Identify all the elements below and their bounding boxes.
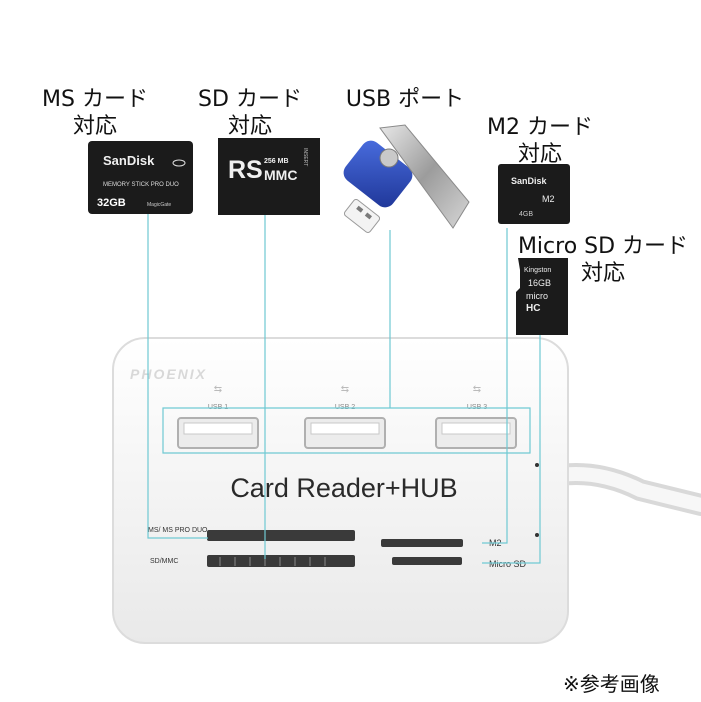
svg-text:⇆: ⇆ — [473, 384, 481, 395]
sd-card-label-line2: 対応 — [227, 114, 272, 139]
m2-card-label-line2: 対応 — [517, 142, 562, 167]
rs-card-insert: INSERT — [302, 148, 308, 166]
m2-slot[interactable] — [381, 539, 463, 547]
ms-card-type: MEMORY STICK PRO DUO — [103, 182, 179, 188]
usb-port-2[interactable]: ⇆ USB 2 — [304, 384, 386, 449]
microsd-card-type: micro — [526, 291, 548, 301]
m2-card-label-line1: M2 カード — [487, 115, 593, 140]
m2-card-label: M2 カード 対応 — [475, 114, 605, 168]
m2-card-capacity: 4GB — [519, 211, 533, 218]
microsd-card-capacity: 16GB — [528, 278, 551, 288]
microsd-slot[interactable] — [392, 557, 462, 565]
usb-port-label-line1: USB ポート — [345, 87, 465, 112]
microsd-slot-label: Micro SD — [489, 559, 527, 569]
ms-slot[interactable] — [207, 530, 355, 541]
ms-card-brand: SanDisk — [103, 153, 155, 168]
sd-card-label: SD カード 対応 — [185, 86, 315, 140]
rs-card-type: MMC — [264, 167, 297, 183]
rs-card-size: 256 MB — [264, 158, 289, 165]
sd-slot-label: SD/MMC — [150, 558, 178, 565]
ms-card-label: MS カード 対応 — [30, 86, 160, 140]
m2-card-brand: SanDisk — [511, 176, 548, 186]
microsd-card-hc: HC — [526, 303, 540, 314]
ms-card-label-line2: 対応 — [72, 114, 117, 139]
usb-flash-drive — [343, 124, 470, 234]
card-reader-hub-device: PHOENIX ⇆ USB 1 ⇆ USB 2 ⇆ USB 3 Card Rea… — [112, 337, 569, 644]
rs-mmc-card: RS 256 MB MMC INSERT — [218, 138, 320, 215]
microsd-card-label: Micro SD カード 対応 — [505, 233, 701, 287]
m2-card: SanDisk M2 4GB — [498, 164, 570, 224]
svg-text:⇆: ⇆ — [341, 384, 349, 395]
ms-card-badge: MagicGate — [147, 202, 171, 208]
microsd-card-label-line2: 対応 — [580, 261, 625, 286]
reference-image-note: ※参考画像 — [563, 672, 660, 696]
microsd-card-label-line1: Micro SD カード — [517, 234, 689, 259]
svg-text:⇆: ⇆ — [214, 384, 222, 395]
rs-card-logo: RS — [228, 156, 263, 184]
m2-card-type: M2 — [542, 194, 555, 204]
phoenix-logo: PHOENIX — [130, 366, 207, 382]
ms-pro-duo-card: SanDisk MEMORY STICK PRO DUO 32GB MagicG… — [88, 141, 193, 214]
ms-card-label-line1: MS カード — [42, 87, 148, 112]
microsd-card: Kingston 16GB micro HC — [516, 258, 568, 335]
usb-port-label: USB ポート — [335, 86, 475, 113]
leader-lines — [147, 207, 541, 564]
sd-slot[interactable] — [207, 555, 355, 567]
sd-card-label-line1: SD カード — [198, 87, 302, 112]
device-title: Card Reader+HUB — [230, 473, 457, 503]
microsd-card-brand: Kingston — [524, 267, 551, 274]
ms-slot-label: MS/ MS PRO DUO — [148, 527, 208, 534]
ms-card-capacity: 32GB — [97, 197, 126, 209]
